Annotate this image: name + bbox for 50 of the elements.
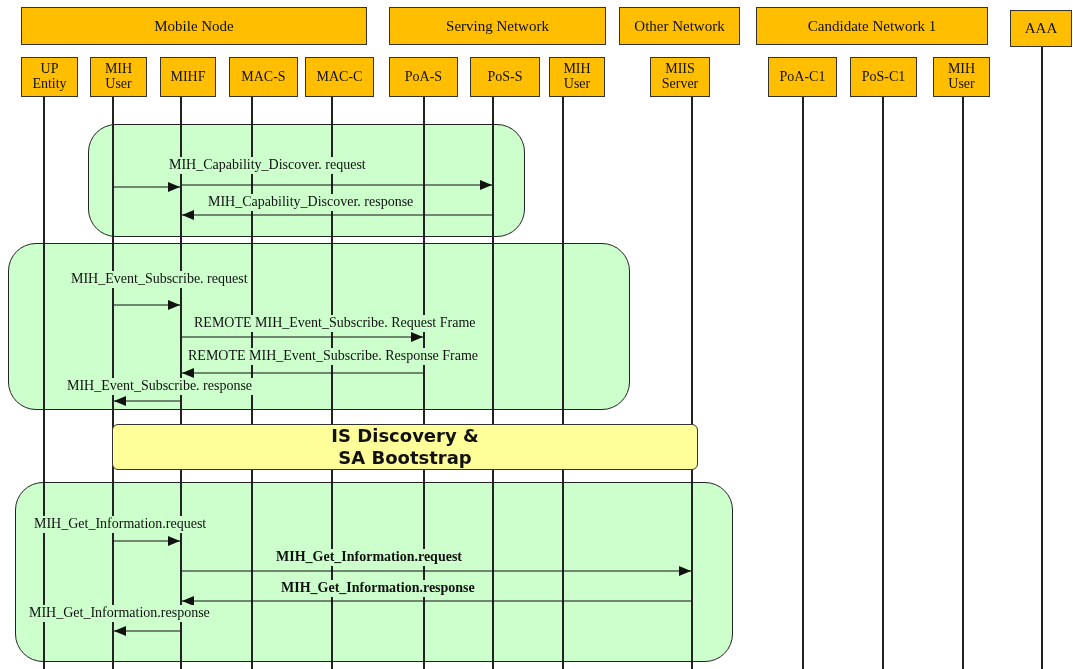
edge-label: MIH_Capability_Discover. response <box>207 194 415 211</box>
participant-box: MIH User <box>549 57 605 97</box>
message-arrow <box>181 180 493 190</box>
process-label: IS Discovery & SA Bootstrap <box>330 425 480 469</box>
participant-box: MIIS Server <box>650 57 710 97</box>
participant-box: MIH User <box>933 57 990 97</box>
message-arrow <box>113 300 181 310</box>
lifeline <box>1041 47 1043 669</box>
message-arrow <box>113 182 181 192</box>
message-arrow <box>181 368 424 378</box>
lifeline <box>423 97 425 669</box>
participant-box: PoS-C1 <box>850 57 917 97</box>
participant-box: MIH User <box>90 57 147 97</box>
edge-label: MIH_Event_Subscribe. response <box>66 378 254 395</box>
edge-label: MIH_Get_Information.response <box>28 605 211 622</box>
edge-label: MIH_Capability_Discover. request <box>168 157 367 174</box>
lifeline <box>112 97 114 669</box>
lifeline <box>562 97 564 669</box>
edge-label: REMOTE MIH_Event_Subscribe. Response Frame <box>187 348 480 365</box>
edge-label: MIH_Event_Subscribe. request <box>70 271 249 288</box>
message-arrow <box>181 566 692 576</box>
message-arrow <box>181 332 424 342</box>
message-arrow <box>113 396 181 406</box>
lifeline <box>492 97 494 669</box>
lifeline <box>43 97 45 669</box>
lifeline <box>802 97 804 669</box>
participant-box: PoA-S <box>389 57 458 97</box>
edge-label: MIH_Get_Information.request <box>33 516 208 533</box>
group-header: Other Network <box>619 7 740 45</box>
lifeline <box>882 97 884 669</box>
edge-label: REMOTE MIH_Event_Subscribe. Request Frame <box>193 315 477 332</box>
message-arrow <box>113 536 181 546</box>
group-header: Serving Network <box>389 7 606 45</box>
message-arrow <box>181 596 692 606</box>
edge-label: MIH_Get_Information.request <box>275 549 463 566</box>
participant-box: PoA-C1 <box>768 57 837 97</box>
participant-box: UP Entity <box>21 57 78 97</box>
edge-label: MIH_Get_Information.response <box>280 580 476 597</box>
group-header: Candidate Network 1 <box>756 7 988 45</box>
lifeline <box>962 97 964 669</box>
participant-box: MIHF <box>160 57 216 97</box>
participant-box: MAC-S <box>229 57 298 97</box>
process-box <box>112 424 698 470</box>
participant-box: PoS-S <box>470 57 540 97</box>
message-arrow <box>113 626 181 636</box>
lifeline <box>691 97 693 669</box>
group-header: AAA <box>1010 10 1072 47</box>
participant-box: MAC-C <box>305 57 374 97</box>
group-header: Mobile Node <box>21 7 367 45</box>
message-arrow <box>181 210 493 220</box>
